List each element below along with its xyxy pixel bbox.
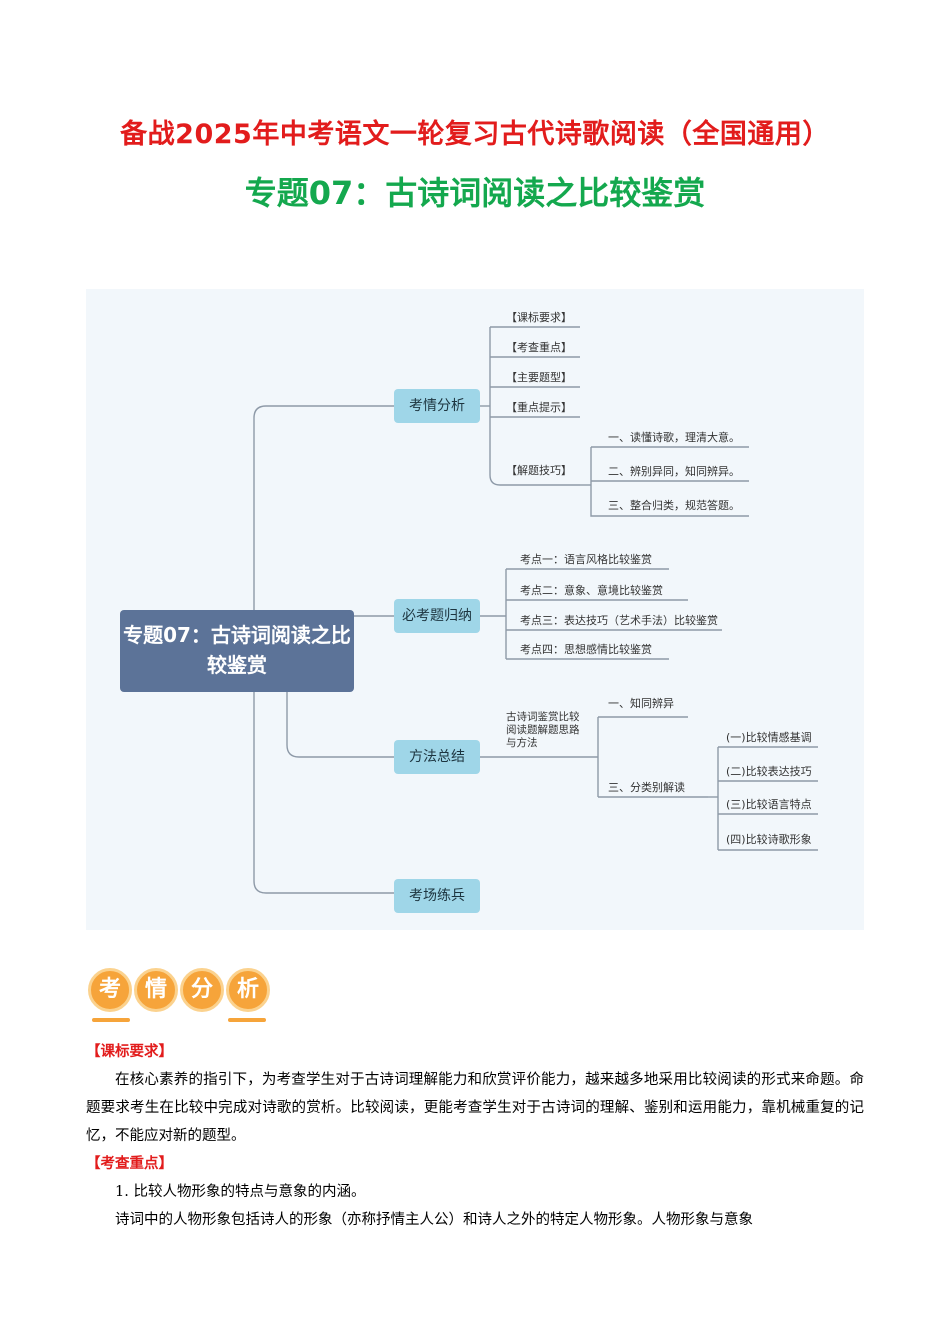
leaf-compare-technique: (二)比较表达技巧 [726,765,812,778]
leaf-test-point-1: 考点一：语言风格比较鉴赏 [520,553,652,566]
leaf-compare-image: (四)比较诗歌形象 [726,833,812,846]
leaf-exam-focus: 【考查重点】 [506,341,572,354]
heading-curriculum-requirement: 【课标要求】 [86,1043,173,1060]
document-subtitle: 专题07：古诗词阅读之比较鉴赏 [244,174,706,212]
branch-method-summary: 方法总结 [394,740,480,774]
branch-exam-analysis: 考情分析 [394,389,480,423]
leaf-test-point-3: 考点三：表达技巧（艺术手法）比较鉴赏 [520,614,718,627]
mind-map-connectors [253,326,818,894]
leaf-skill-1: 一、读懂诗歌，理清大意。 [608,431,740,444]
leaf-method-3: 三、分类别解读 [608,781,685,794]
leaf-curriculum-requirement: 【课标要求】 [506,311,572,324]
mind-map-root: 专题07：古诗词阅读之比较鉴赏 [120,610,354,692]
badge-underline-left [92,1018,130,1022]
leaf-key-tips: 【重点提示】 [506,401,572,414]
leaf-test-point-4: 考点四：思想感情比较鉴赏 [520,643,652,656]
heading-exam-focus: 【考查重点】 [86,1155,173,1172]
leaf-method-note: 古诗词鉴赏比较阅读题解题思路与方法 [506,711,580,749]
badge-char: 分 [180,968,224,1012]
section-badge-exam-analysis: 考 情 分 析 [88,968,274,1022]
leaf-method-1: 一、知同辨异 [608,697,674,710]
point-1: 1. 比较人物形象的特点与意象的内涵。 [115,1184,366,1200]
branch-must-test-summary: 必考题归纳 [394,599,480,633]
badge-char: 情 [134,968,178,1012]
paragraph-curriculum-requirement: 在核心素养的指引下，为考查学生对于古诗词理解能力和欣赏评价能力，越来越多地采用比… [86,1072,864,1144]
paragraph-character-image: 诗词中的人物形象包括诗人的形象（亦称抒情主人公）和诗人之外的特定人物形象。人物形… [115,1212,753,1228]
leaf-solving-skills: 【解题技巧】 [506,464,572,477]
badge-underline-right [228,1018,266,1022]
section-body: 【课标要求】 在核心素养的指引下，为考查学生对于古诗词理解能力和欣赏评价能力，越… [86,1038,864,1234]
leaf-compare-emotion: (一)比较情感基调 [726,731,812,744]
leaf-main-question-types: 【主要题型】 [506,371,572,384]
leaf-test-point-2: 考点二：意象、意境比较鉴赏 [520,584,663,597]
badge-char: 考 [88,968,132,1012]
badge-char: 析 [226,968,270,1012]
leaf-compare-language: (三)比较语言特点 [726,798,812,811]
leaf-skill-3: 三、整合归类，规范答题。 [608,499,740,512]
mind-map: 专题07：古诗词阅读之比较鉴赏 考情分析 必考题归纳 方法总结 考场练兵 【课标… [86,289,864,930]
branch-exam-practice: 考场练兵 [394,879,480,913]
document-title: 备战2025年中考语文一轮复习古代诗歌阅读（全国通用） [120,119,830,150]
leaf-skill-2: 二、辨别异同，知同辨异。 [608,465,740,478]
